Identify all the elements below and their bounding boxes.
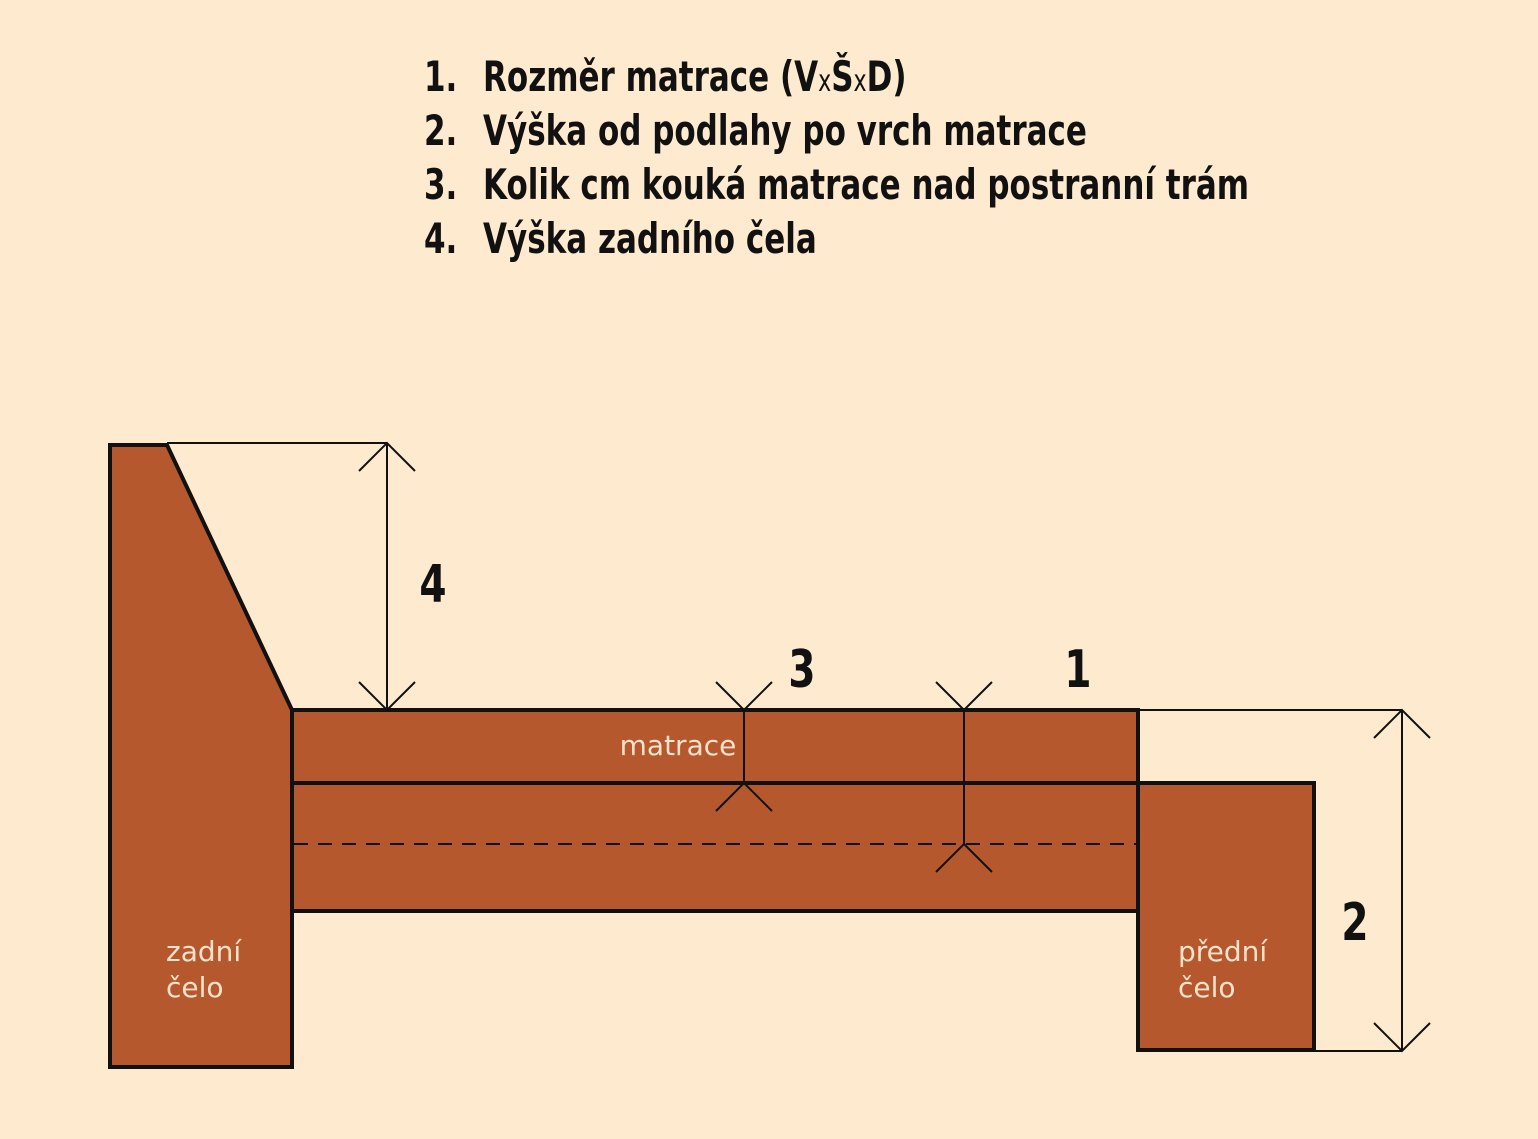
legend-item-2: 2. Výška od podlahy po vrch matrace bbox=[424, 106, 1249, 160]
legend-num: 4. bbox=[424, 214, 458, 263]
legend-num: 3. bbox=[424, 160, 458, 209]
marker-4: 4 bbox=[419, 553, 446, 614]
legend-label: Kolik cm kouká matrace nad postranní trá… bbox=[483, 160, 1250, 209]
front-board-label-1: přední bbox=[1178, 935, 1268, 968]
back-headboard-label-2: čelo bbox=[166, 971, 224, 1004]
legend-num: 1. bbox=[424, 52, 458, 101]
legend-label: Výška zadního čela bbox=[483, 214, 817, 263]
front-board bbox=[1136, 781, 1316, 1052]
dimension-2 bbox=[1138, 708, 1431, 1053]
dimension-1 bbox=[935, 681, 993, 873]
legend-label: Rozměr matrace (VxŠxD) bbox=[483, 52, 907, 101]
legend-label: Výška od podlahy po vrch matrace bbox=[483, 106, 1087, 155]
legend-num: 2. bbox=[424, 106, 458, 155]
mattress bbox=[290, 708, 1140, 785]
side-rail bbox=[290, 781, 1140, 913]
back-headboard-label-1: zadní bbox=[166, 935, 242, 968]
front-board-label-2: čelo bbox=[1178, 971, 1236, 1004]
dimension-4 bbox=[167, 441, 416, 712]
legend-list: 1. Rozměr matrace (VxŠxD) 2. Výška od po… bbox=[424, 52, 1430, 268]
marker-2: 2 bbox=[1341, 891, 1368, 952]
legend-item-3: 3. Kolik cm kouká matrace nad postranní … bbox=[424, 160, 1249, 214]
dimension-3 bbox=[715, 681, 773, 812]
legend-item-1: 1. Rozměr matrace (VxŠxD) bbox=[424, 52, 1249, 106]
legend-item-4: 4. Výška zadního čela bbox=[424, 214, 1249, 268]
mattress-label: matrace bbox=[620, 729, 737, 762]
marker-3: 3 bbox=[788, 638, 815, 699]
marker-1: 1 bbox=[1064, 638, 1091, 699]
